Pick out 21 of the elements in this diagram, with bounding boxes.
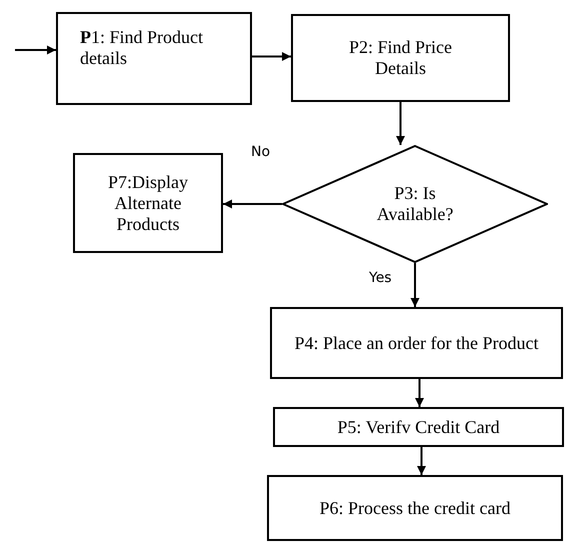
node-label: P3: Is Available? (376, 183, 454, 225)
node-label: P1: Find Product details (80, 26, 204, 68)
node-label: P7:Display Alternate Products (106, 172, 189, 234)
arrow (417, 447, 426, 475)
arrow (252, 52, 291, 61)
process-box (267, 475, 563, 541)
arrow (15, 46, 56, 54)
node-label: P2: Find Price Details (348, 37, 453, 79)
process-box (270, 307, 563, 379)
node-label: P5: Verifv Credit Card (337, 416, 500, 438)
process-box (56, 12, 252, 105)
decision-diamond (282, 145, 548, 263)
arrow (223, 200, 282, 208)
node-label: P6: Process the credit card (320, 498, 510, 518)
process-box (273, 407, 564, 447)
arrow (415, 379, 424, 407)
process-box (73, 153, 223, 253)
node-label: P4: Place an order for the Product (294, 332, 538, 354)
arrow (396, 102, 405, 145)
process-box (291, 14, 510, 102)
arrow (410, 263, 420, 307)
